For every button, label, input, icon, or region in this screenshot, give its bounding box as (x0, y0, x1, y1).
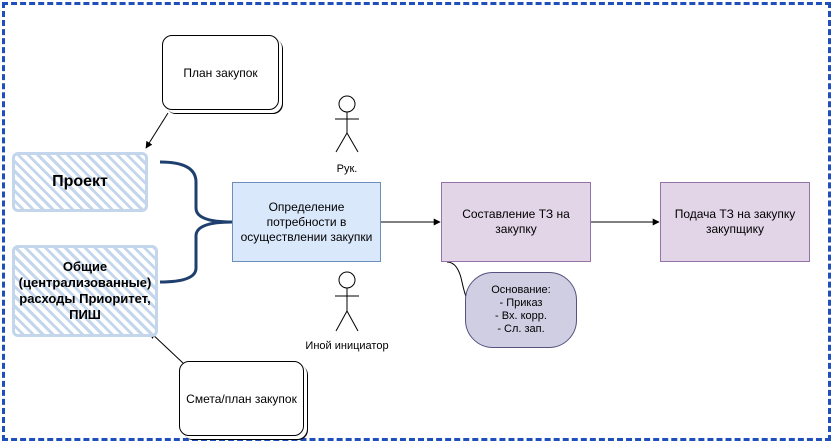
common-expenses-box: Общие (централизованные) расходы Приорит… (12, 245, 158, 337)
need-definition-box: Определение потребности в осуществлении … (232, 182, 381, 262)
arrow-smeta-to-common (149, 331, 184, 364)
basis-item: - Приказ (499, 297, 543, 309)
project-box: Проект (12, 152, 148, 212)
tz-compose-label: Составление ТЗ на закупку (462, 207, 570, 236)
tz-submit-label: Подача ТЗ на закупку закупщику (674, 207, 796, 236)
basis-callout: Основание: - Приказ - Вх. корр. - Сл. за… (465, 272, 577, 348)
basis-item: - Сл. зап. (497, 323, 545, 335)
brace (159, 160, 233, 284)
need-definition-label: Определение потребности в осуществлении … (240, 199, 373, 244)
actor-other-label: Иной инициатор (305, 340, 389, 352)
actor-head-label: Рук. (336, 163, 358, 175)
basis-title: Основание: (491, 284, 551, 296)
actor-other-icon (335, 271, 359, 332)
basis-item: - Вх. корр. (495, 310, 547, 322)
diagram-frame (2, 2, 831, 441)
plan-label: План закупок (183, 65, 258, 80)
tz-compose-box: Составление ТЗ на закупку (441, 182, 591, 262)
smeta-document: Смета/план закупок (179, 361, 304, 436)
common-expenses-label: Общие (централизованные) расходы Приорит… (18, 259, 152, 322)
tz-submit-box: Подача ТЗ на закупку закупщику (660, 182, 810, 262)
smeta-label: Смета/план закупок (186, 391, 297, 406)
arrow-plan-to-project (145, 112, 169, 149)
project-label: Проект (52, 173, 108, 190)
actor-head-icon (335, 95, 359, 153)
plan-document: План закупок (162, 35, 279, 110)
